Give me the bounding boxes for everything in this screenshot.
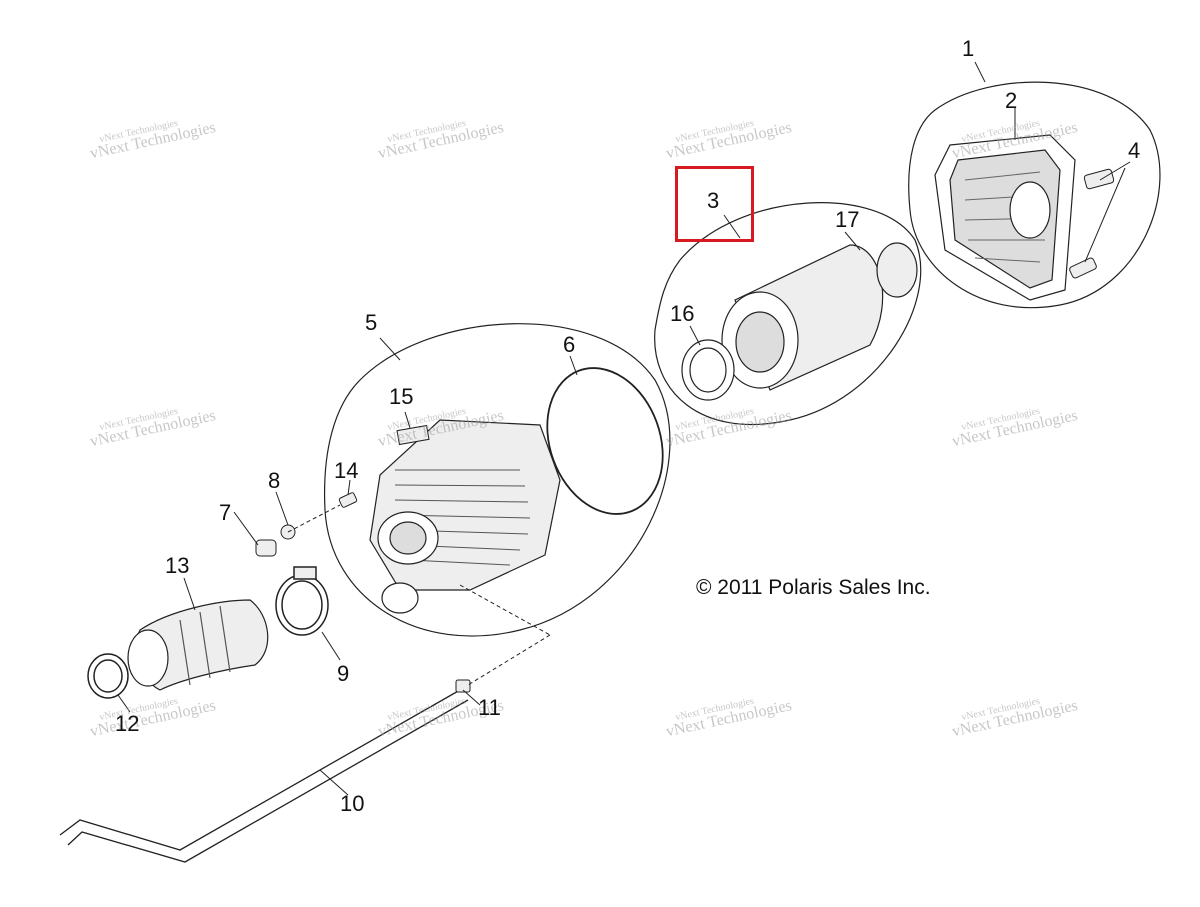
callout-16[interactable]: 16 [670, 301, 695, 326]
callout-3[interactable]: 3 [707, 188, 720, 213]
bubble-3 [654, 202, 922, 426]
airbox-cover-part [934, 134, 1076, 301]
callout-3-highlight [675, 166, 754, 242]
callout-11[interactable]: 11 [478, 695, 501, 720]
plug-part [255, 539, 277, 557]
callout-13[interactable]: 13 [165, 553, 190, 578]
filter-part [681, 242, 918, 401]
callout-9[interactable]: 9 [337, 661, 350, 686]
callout-8[interactable]: 8 [268, 468, 281, 493]
callout-12[interactable]: 12 [115, 711, 140, 736]
airbox-body-part [369, 419, 561, 614]
callout-2[interactable]: 2 [1005, 88, 1018, 113]
clip-part [1069, 168, 1115, 279]
copyright-notice: © 2011 Polaris Sales Inc. [696, 576, 931, 599]
fitting-part [338, 492, 358, 508]
callout-5[interactable]: 5 [365, 310, 378, 335]
bubble-5 [323, 323, 671, 637]
callout-17[interactable]: 17 [835, 207, 860, 232]
callout-6[interactable]: 6 [563, 332, 576, 357]
intake-duct-part [127, 599, 269, 691]
callout-10[interactable]: 10 [340, 791, 365, 816]
callout-15[interactable]: 15 [389, 384, 414, 409]
clamp-9-part [275, 566, 329, 636]
fitting-11-part [455, 679, 471, 693]
callout-14[interactable]: 14 [334, 458, 359, 483]
clamp-12-part [87, 653, 129, 699]
o-ring-part [546, 367, 664, 515]
bubble-1 [908, 81, 1161, 309]
bracket-part [396, 424, 430, 446]
callout-7[interactable]: 7 [219, 500, 232, 525]
callout-1[interactable]: 1 [962, 36, 975, 61]
callout-4[interactable]: 4 [1128, 138, 1141, 163]
